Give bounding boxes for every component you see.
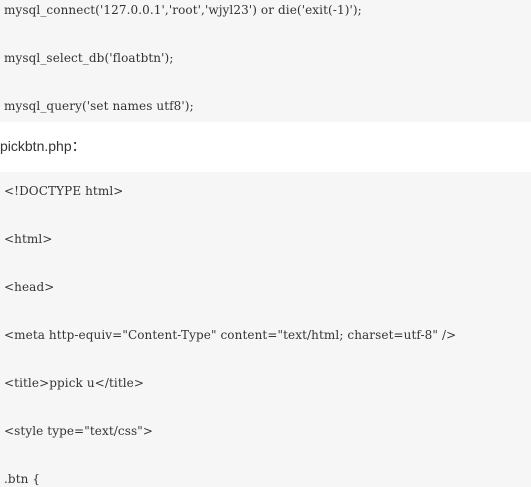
- file-caption: pickbtn.php：: [0, 138, 86, 154]
- code-line-html-open: <html>: [4, 232, 53, 246]
- code-line-doctype: <!DOCTYPE html>: [4, 184, 124, 198]
- code-line-btn-rule: .btn {: [4, 472, 41, 486]
- code-line-head-open: <head>: [4, 280, 55, 294]
- code-block: mysql_connect('127.0.0.1','root','wjyl23…: [0, 0, 531, 122]
- code-block: <!DOCTYPE html> <html> <head> <meta http…: [0, 172, 531, 487]
- code-line-title: <title>ppick u</title>: [4, 376, 145, 390]
- code-line-mysql-connect: mysql_connect('127.0.0.1','root','wjyl23…: [4, 3, 362, 17]
- code-line-meta: <meta http-equiv="Content-Type" content=…: [4, 328, 457, 342]
- code-line-mysql-select-db: mysql_select_db('floatbtn');: [4, 51, 174, 65]
- code-line-style-open: <style type="text/css">: [4, 424, 153, 438]
- code-line-mysql-query: mysql_query('set names utf8');: [4, 99, 194, 113]
